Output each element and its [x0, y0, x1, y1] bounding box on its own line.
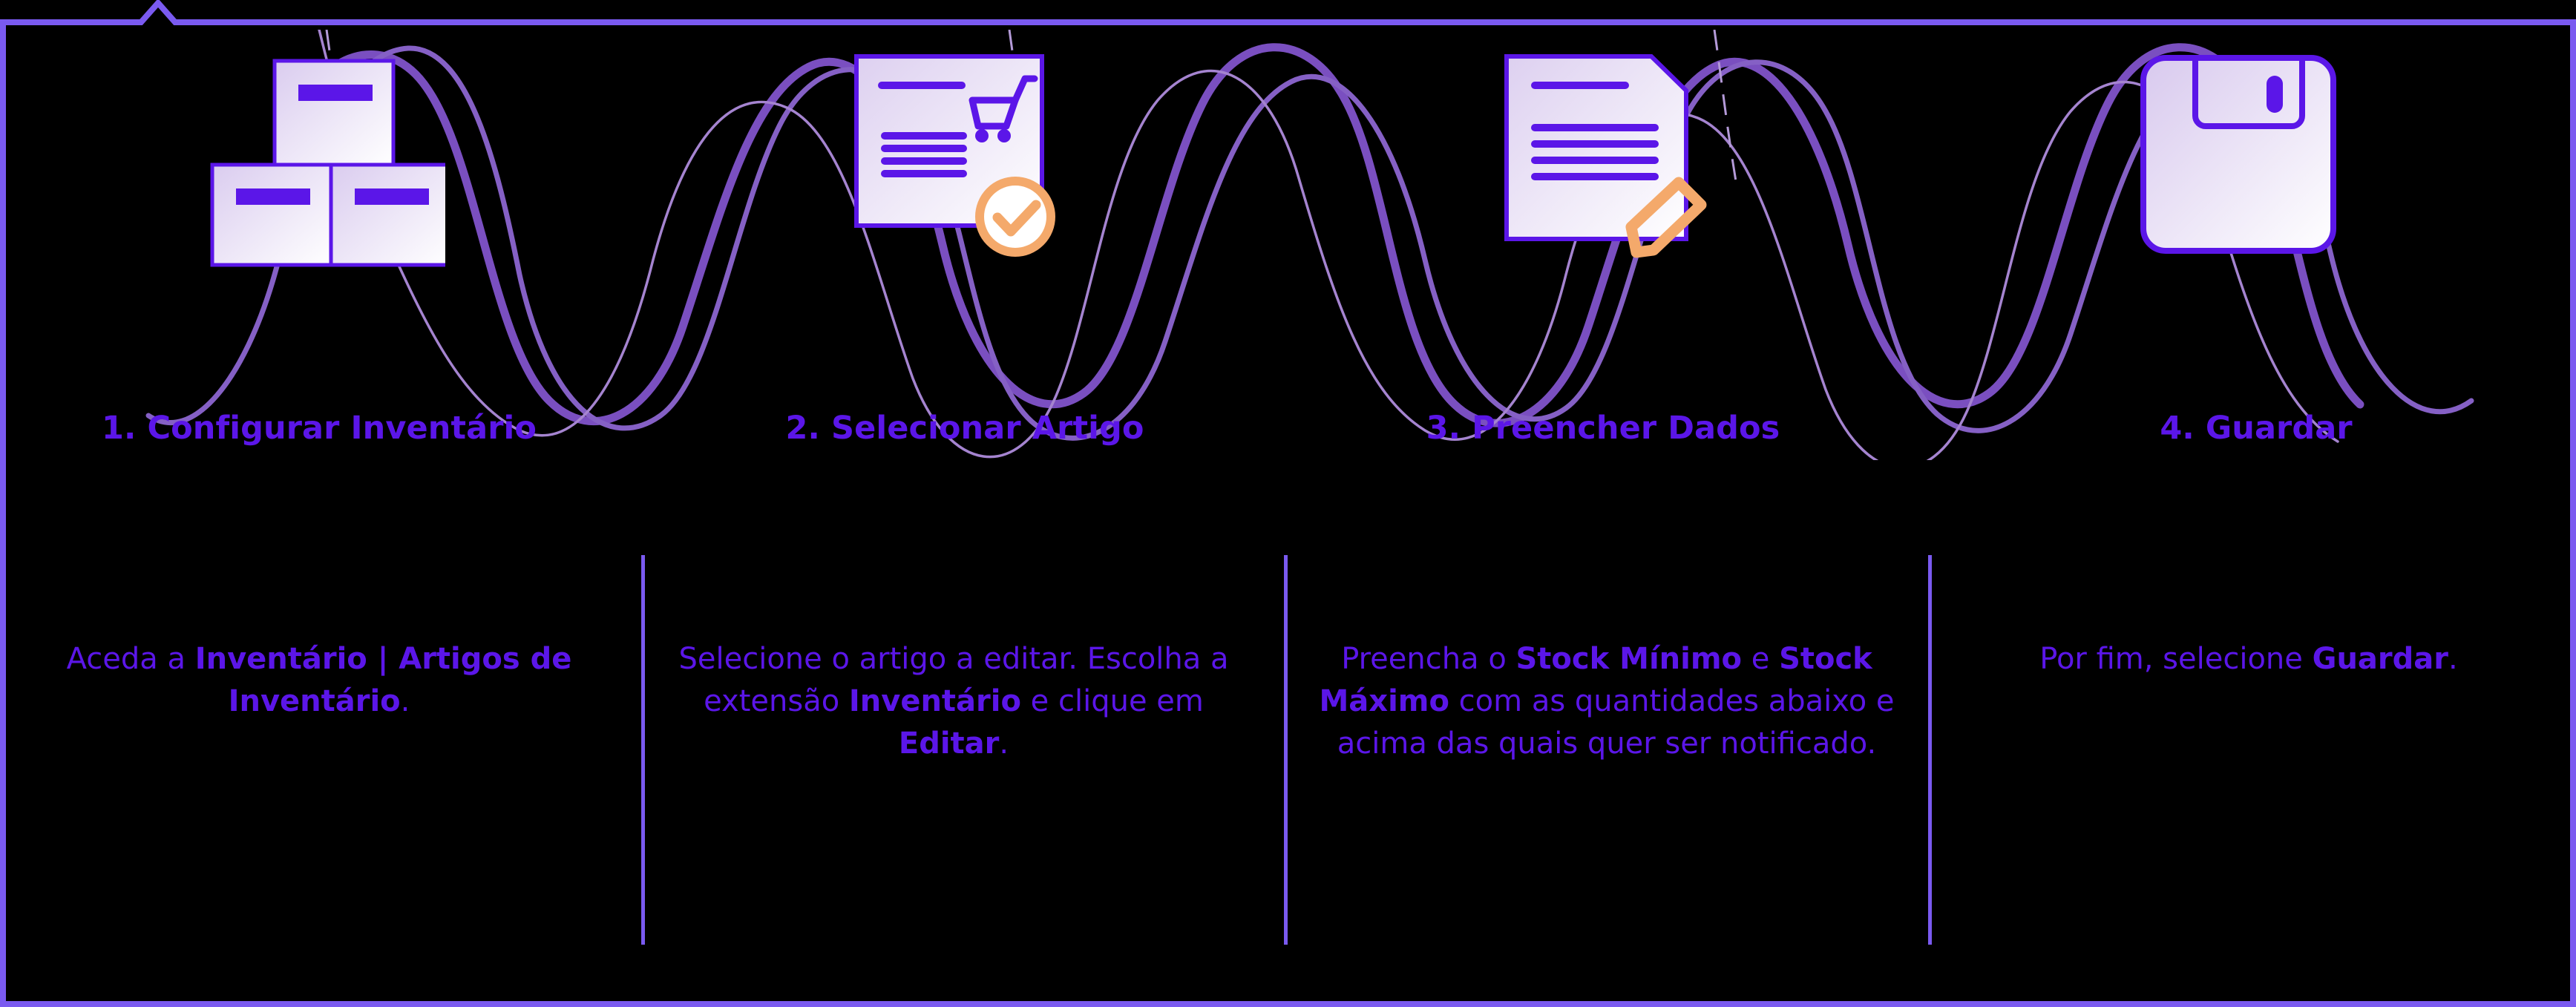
step-description-1: Aceda a Inventário | Artigos de Inventár…: [66, 642, 572, 718]
step-title-1: 1. Configurar Inventário: [101, 410, 537, 447]
document-cart-check-icon: [845, 45, 1082, 285]
wave-thin-tertiary: [318, 30, 2339, 460]
icon-slot-step-3: [1395, 45, 1811, 371]
icon-slot-step-1: [111, 45, 527, 371]
step-title-3: 3. Preencher Dados: [1426, 410, 1780, 447]
step-description-2: Selecione o artigo a editar. Escolha a e…: [678, 642, 1229, 761]
step-titles: 1. Configurar Inventário 2. Selecionar A…: [0, 410, 2576, 469]
step-title-4: 4. Guardar: [2160, 410, 2353, 447]
icon-slot-step-2: [756, 45, 1171, 371]
column-divider-1: [641, 555, 645, 945]
wave-dash-accent-3: [1713, 30, 1738, 186]
decorative-sine-waves: [145, 30, 2474, 460]
column-divider-2: [1284, 555, 1288, 945]
icon-slot-step-4: [2033, 45, 2449, 371]
wave-medium-secondary: [145, 45, 2474, 441]
column-divider-3: [1928, 555, 1932, 945]
wave-thick-primary: [270, 43, 2364, 427]
document-pencil-icon: [1492, 45, 1714, 285]
step-description-3: Preencha o Stock Mínimo e Stock Máximo c…: [1319, 642, 1895, 761]
step-icon-row: [0, 45, 2576, 416]
step-description-4: Por fim, selecione Guardar.: [2039, 642, 2458, 676]
step-title-2: 2. Selecionar Artigo: [785, 410, 1144, 447]
stacked-boxes-icon: [193, 45, 452, 278]
floppy-disk-save-icon: [2130, 45, 2353, 285]
